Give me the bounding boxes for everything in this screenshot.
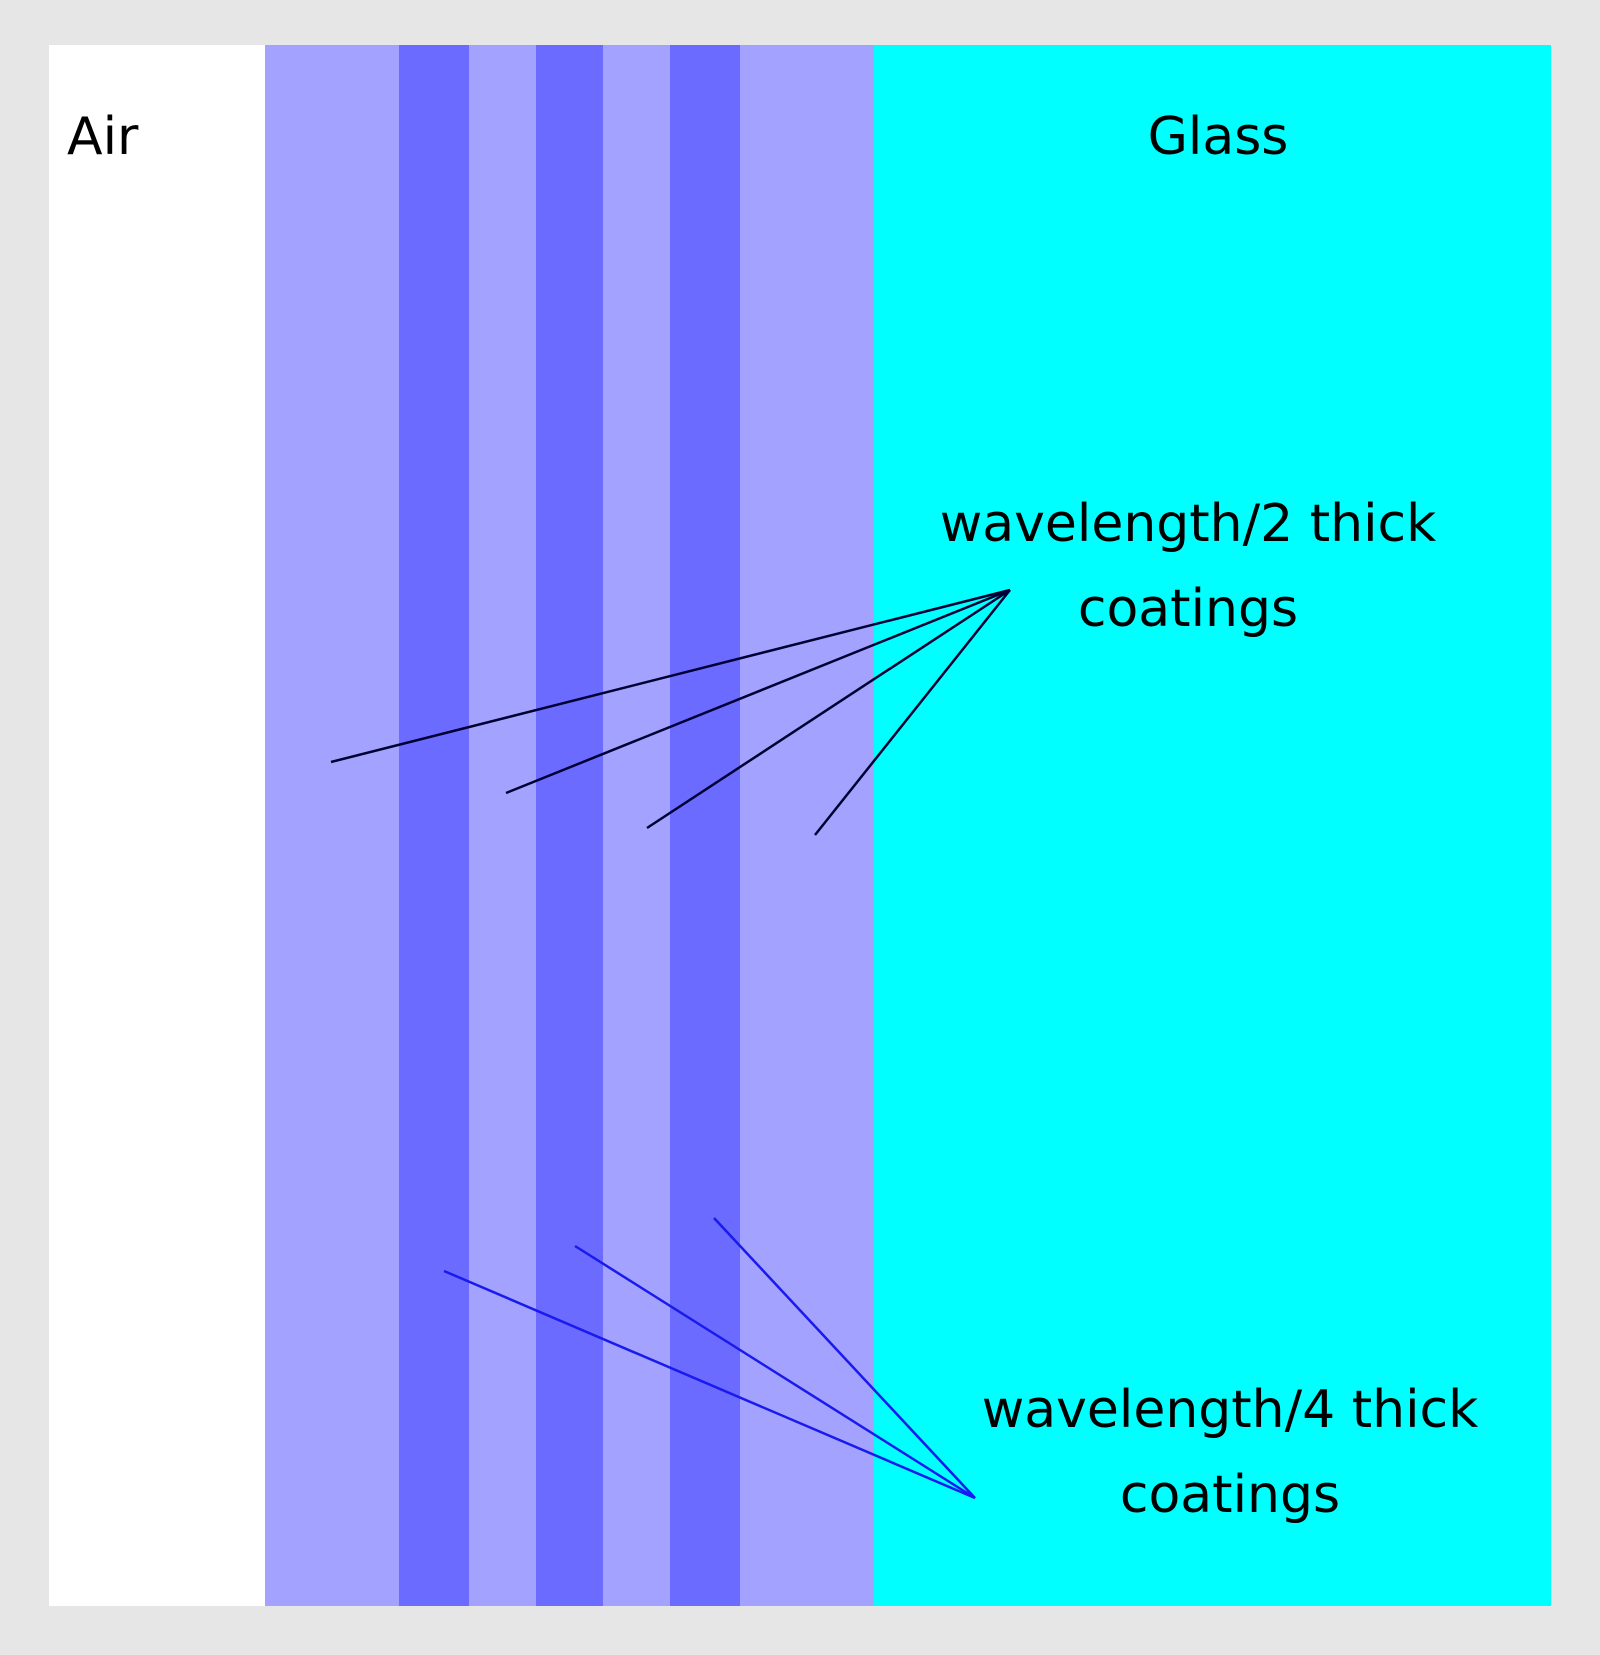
air-region — [49, 45, 265, 1606]
coating-layer-half-wave — [740, 45, 874, 1606]
glass-region — [874, 45, 1551, 1606]
coating-layer-half-wave — [265, 45, 399, 1606]
coating-layer-quarter-wave — [399, 45, 469, 1606]
quarter-wave-leader-lines — [443, 1217, 976, 1500]
half-wave-leader-line — [814, 589, 1011, 836]
glass-label: Glass — [1148, 107, 1289, 167]
half-wave-annotation-line1: wavelength/2 thick — [940, 494, 1437, 554]
quarter-wave-annotation-line2: coatings — [1120, 1465, 1340, 1525]
coating-layer-quarter-wave — [670, 45, 740, 1606]
half-wave-leader-line — [330, 588, 1011, 764]
quarter-wave-annotation-line1: wavelength/4 thick — [982, 1380, 1479, 1440]
half-wave-annotation-line2: coatings — [1078, 579, 1298, 639]
coating-layer-quarter-wave — [536, 45, 603, 1606]
quarter-wave-leader-line — [574, 1244, 976, 1500]
half-wave-leader-lines — [330, 588, 1011, 836]
coating-layers — [265, 45, 874, 1606]
coating-layer-half-wave — [603, 45, 670, 1606]
quarter-wave-leader-line — [443, 1269, 976, 1500]
air-label: Air — [67, 107, 139, 167]
coating-layer-half-wave — [469, 45, 536, 1606]
quarter-wave-leader-line — [713, 1217, 976, 1499]
half-wave-leader-line — [505, 588, 1011, 795]
half-wave-leader-line — [646, 588, 1011, 830]
